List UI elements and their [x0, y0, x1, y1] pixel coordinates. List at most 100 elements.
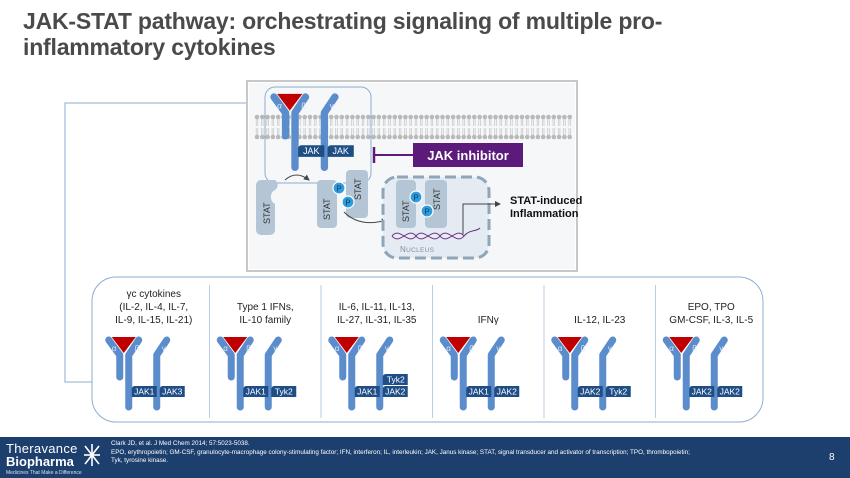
- jak-label: JAK1: [469, 387, 490, 397]
- jak-kinase: [298, 145, 325, 157]
- cytokine-group: γc cytokines(IL-2, IL-4, IL-7,IL-9, IL-1…: [105, 289, 192, 411]
- logo-line2: Biopharma: [6, 454, 74, 469]
- cytokine-panel: [91, 276, 764, 423]
- subunit-label: α: [558, 344, 563, 353]
- jak-label: JAK1: [246, 387, 267, 397]
- cytokine-ligand-icon: [669, 337, 694, 353]
- receptor-beta-chain: [682, 336, 700, 411]
- jak-label: Tyk2: [275, 387, 293, 397]
- nucleus-label: NUCLEUS: [400, 245, 435, 254]
- subunit-label: β: [246, 344, 251, 353]
- subunit-label: γ: [330, 101, 335, 111]
- cytokine-ligand-icon: [557, 337, 582, 353]
- subunit-label: α: [223, 344, 228, 353]
- page-number: 8: [829, 452, 835, 463]
- cytokine-ligand-icon: [277, 93, 303, 111]
- jak-kinase: [243, 386, 269, 397]
- subunit-label: β: [692, 344, 697, 353]
- jak-inhibitor-box: [413, 143, 523, 167]
- recruit-arrow: [284, 174, 310, 181]
- subunit-label: γ: [273, 344, 277, 353]
- phosphate-icon: [332, 181, 346, 195]
- receptor-alpha-chain: [328, 336, 347, 381]
- jak-label: JAK2: [720, 387, 741, 397]
- cytokine-label: EPO, TPO: [688, 302, 735, 313]
- phosphate-label: P: [345, 199, 350, 208]
- receptor-beta-chain: [571, 336, 589, 411]
- cytokine-label: (IL-2, IL-4, IL-7,: [119, 302, 188, 313]
- stat-label: STAT: [401, 200, 411, 222]
- logo-tagline: Medicines That Make a Difference: [6, 470, 82, 476]
- receptor-beta-chain: [459, 336, 477, 411]
- cytokine-label: IL-6, IL-11, IL-13,: [339, 302, 415, 313]
- jak-kinase: [689, 386, 715, 397]
- outcome-line2: Inflammation: [510, 208, 579, 220]
- phosphate-label: P: [424, 208, 429, 217]
- cytokine-ligand-icon: [334, 337, 359, 353]
- slide-title: JAK-STAT pathway: orchestrating signalin…: [23, 8, 663, 60]
- outcome-line1: STAT-induced: [510, 195, 582, 207]
- subunit-label: α: [335, 344, 340, 353]
- cytokine-ligand-icon: [223, 337, 248, 353]
- cytokine-label: IL-27, IL-31, IL-35: [337, 315, 417, 326]
- receptor-alpha-chain: [551, 336, 570, 381]
- phosphate-label: P: [413, 194, 418, 203]
- connector-line: [64, 102, 265, 383]
- jak-kinase: [159, 386, 185, 397]
- jak-label: JAK: [303, 146, 319, 156]
- jak-inhibitor-label: JAK inhibitor: [427, 148, 509, 163]
- receptor-beta-chain: [348, 336, 366, 411]
- jak-label: JAK1: [134, 387, 155, 397]
- phosphate-icon: [409, 190, 423, 204]
- jak-kinase: [717, 386, 743, 397]
- cytokine-label: GM-CSF, IL-3, IL-5: [669, 315, 753, 326]
- jak-kinase: [327, 145, 354, 157]
- subunit-label: α: [112, 344, 117, 353]
- receptor-alpha-chain: [270, 93, 290, 140]
- subunit-label: α: [669, 344, 674, 353]
- phosphate-label: P: [336, 185, 341, 194]
- cytokine-label: IL-12, IL-23: [574, 315, 626, 326]
- footnotes: Clark JD, et al. J Med Chem 2014; 57:502…: [111, 440, 801, 466]
- jak-kinase: [605, 386, 631, 397]
- jak-label: JAK2: [497, 387, 518, 397]
- phosphate-icon: [341, 195, 355, 209]
- subunit-label: γ: [385, 344, 389, 353]
- subunit-label: α: [446, 344, 451, 353]
- stat-label: STAT: [262, 202, 272, 224]
- tyk2-kinase: [382, 374, 408, 385]
- stat-label: STAT: [322, 198, 332, 220]
- jak-label: JAK2: [692, 387, 713, 397]
- stat-label: STAT: [432, 188, 442, 210]
- logo-line1: Theravance: [6, 441, 78, 456]
- subunit-label: α: [277, 101, 282, 111]
- receptor-alpha-chain: [662, 336, 681, 381]
- subunit-label: β: [581, 344, 586, 353]
- stat-inactive: [256, 180, 278, 235]
- jak-label: JAK2: [580, 387, 601, 397]
- phosphate-icon: [420, 204, 434, 218]
- stat-dimer-left: [317, 180, 337, 228]
- cytokine-ligand-icon: [446, 337, 471, 353]
- cytokine-label: IFNγ: [478, 315, 499, 326]
- jak-label: JAK: [333, 146, 349, 156]
- jak-kinase: [271, 386, 297, 397]
- jak-label: JAK1: [357, 387, 378, 397]
- receptor-alpha-chain: [216, 336, 235, 381]
- subunit-label: β: [469, 344, 474, 353]
- subunit-label: γ: [719, 344, 723, 353]
- reference-citation: Clark JD, et al. J Med Chem 2014; 57:502…: [111, 440, 250, 447]
- cell-membrane: [254, 114, 572, 140]
- jak-label: JAK3: [162, 387, 183, 397]
- stat-label: STAT: [353, 178, 363, 200]
- dna-strand: [391, 232, 465, 240]
- jak-kinase: [494, 386, 520, 397]
- jak-label: Tyk2: [387, 375, 405, 385]
- subunit-label: γ: [162, 344, 166, 353]
- cytokine-label: IL-9, IL-15, IL-21): [115, 315, 192, 326]
